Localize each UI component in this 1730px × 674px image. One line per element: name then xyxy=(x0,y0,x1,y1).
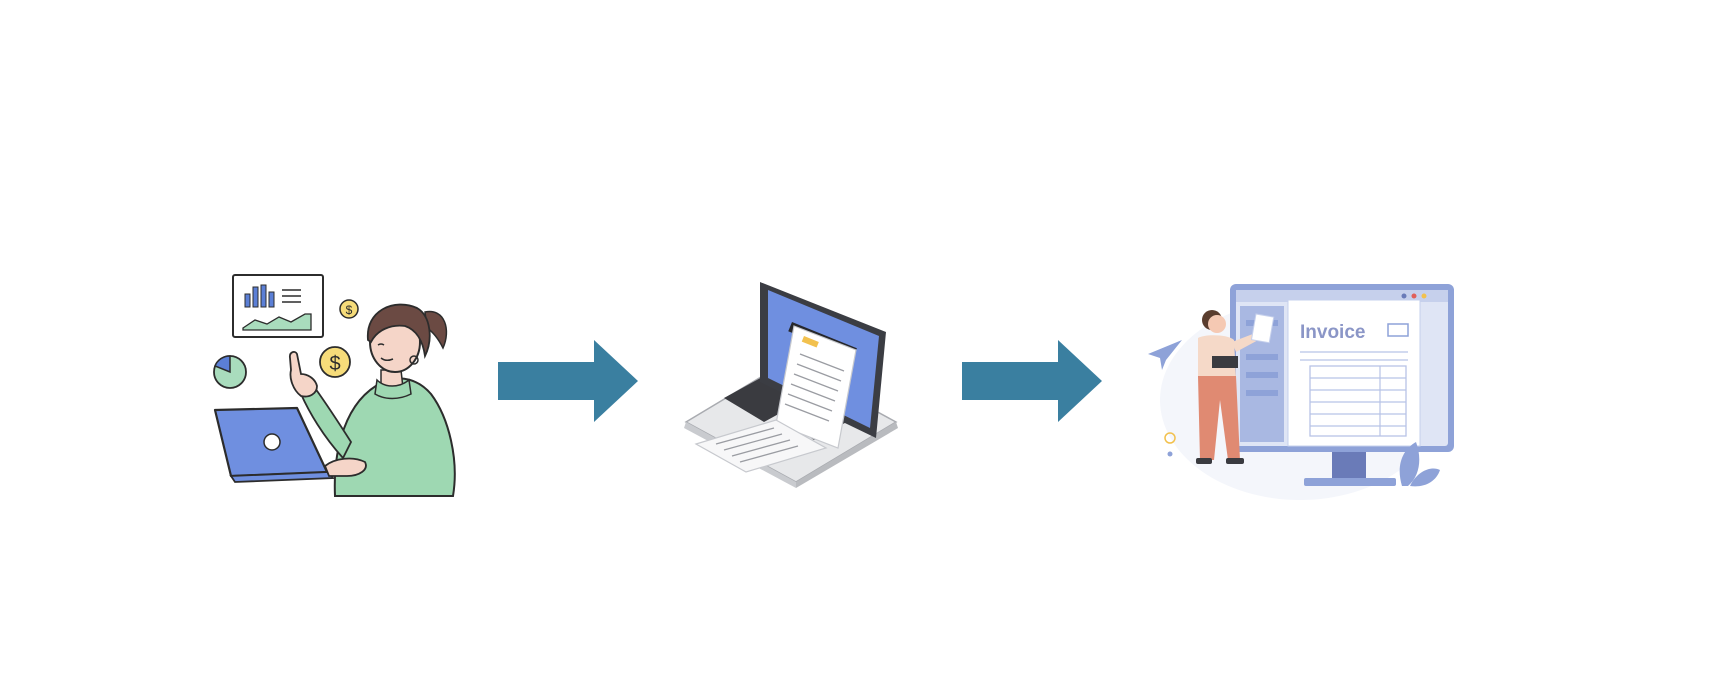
receipt-document-icon xyxy=(694,325,857,473)
svg-text:$: $ xyxy=(329,353,340,375)
woman-analyzing-finances-illustration: $ $ xyxy=(213,274,456,497)
woman-figure xyxy=(289,303,456,497)
invoice-on-monitor-illustration: Invoice xyxy=(1148,284,1454,500)
paper-plane-icon xyxy=(1148,340,1182,370)
invoice-title-text: Invoice xyxy=(1300,322,1365,343)
dollar-coin-icon: $ xyxy=(319,346,351,378)
monitor-icon: Invoice xyxy=(1230,284,1454,486)
pie-chart-icon xyxy=(213,355,247,389)
decorative-dot-icon xyxy=(1167,451,1173,457)
laptop-printing-receipt-illustration xyxy=(684,282,898,488)
person-figure xyxy=(1196,310,1275,464)
right-arrow-icon xyxy=(498,340,638,422)
svg-text:$: $ xyxy=(346,303,353,317)
decorative-circle-icon xyxy=(1164,432,1176,444)
right-arrow-icon xyxy=(962,340,1102,422)
dashboard-card-icon xyxy=(232,274,324,338)
laptop-icon xyxy=(213,406,367,483)
small-dollar-coin-icon: $ xyxy=(339,299,359,319)
plant-leaf-icon xyxy=(1399,442,1440,487)
